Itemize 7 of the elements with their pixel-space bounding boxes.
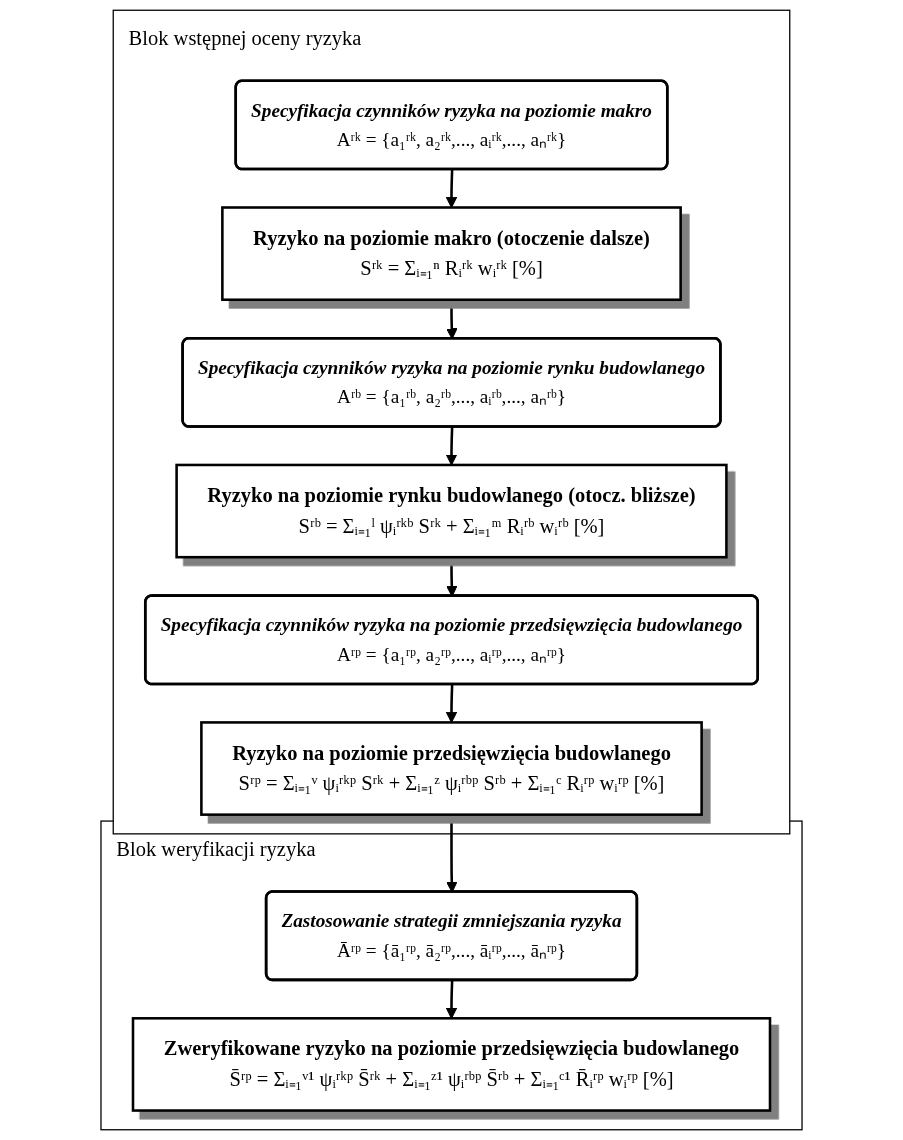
node-box: Zweryfikowane ryzyko na poziomie przedsięwzięcia budowlanego S̄ʳᵖ = Σᵢ₌₁ᵛ¹ ψᵢʳᵏᵖ S̄ʳᵏ + Σᵢ₌₁ᶻ¹ ψᵢʳᵇᵖ S̄ʳᵇ + Σᵢ₌₁ᶜ¹ R̄ᵢʳᵖ wᵢʳᵖ [%] (131, 1017, 772, 1112)
arrow (445, 980, 458, 1019)
node-box: Ryzyko na poziomie makro (otoczenie dalsze) Sʳᵏ = Σᵢ₌₁ⁿ Rᵢʳᵏ wᵢʳᵏ [%] (221, 206, 682, 301)
arrow (445, 169, 458, 208)
arrow (445, 684, 458, 723)
node-box: Ryzyko na poziomie rynku budowlanego (otocz. bliższe) Sʳᵇ = Σᵢ₌₁ˡ ψᵢʳᵏᵇ Sʳᵏ + Σᵢ₌₁ᵐ Rᵢʳᵇ wᵢʳᵇ [%] (175, 463, 728, 559)
node-box: Ryzyko na poziomie przedsięwzięcia budowlanego Sʳᵖ = Σᵢ₌₁ᵛ ψᵢʳᵏᵖ Sʳᵏ + Σᵢ₌₁ᶻ ψᵢʳᵇᵖ Sʳᵇ + Σᵢ₌₁ᶜ Rᵢʳᵖ wᵢʳᵖ [%] (200, 721, 703, 816)
